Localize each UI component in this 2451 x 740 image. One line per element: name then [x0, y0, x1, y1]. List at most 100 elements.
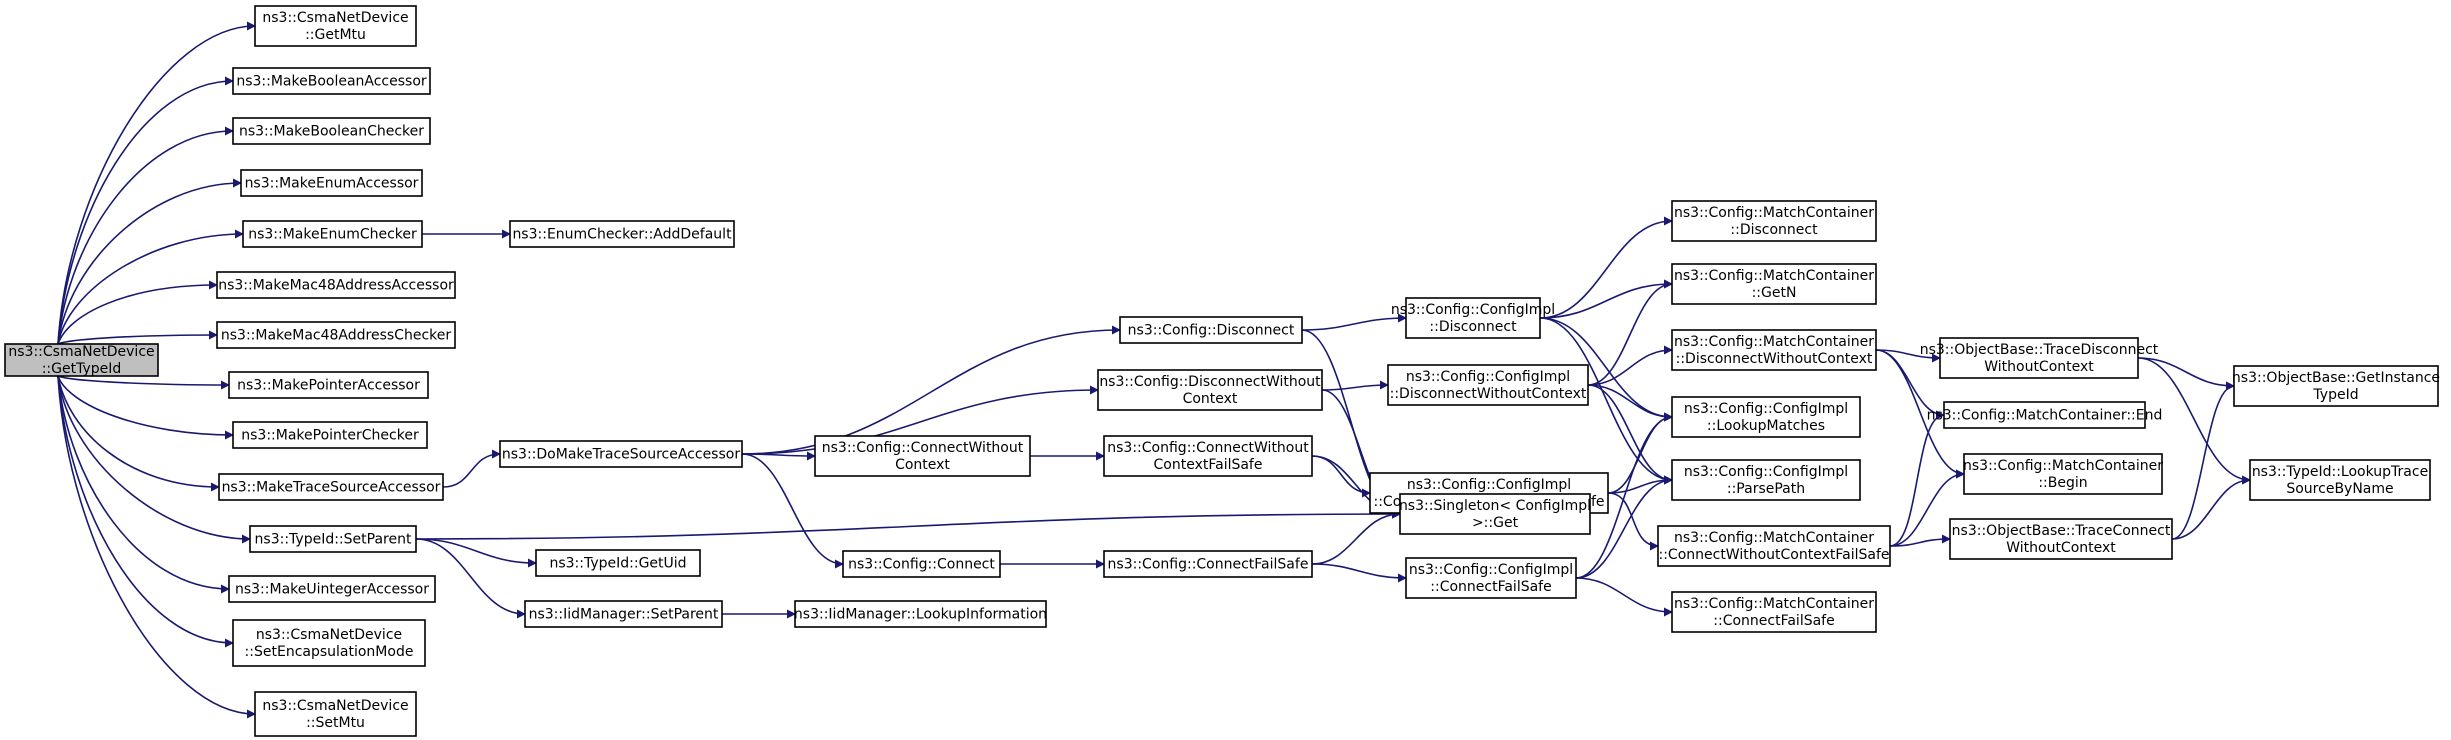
- edge-implDisconnectWo-to-mcDisconnectWo: [1587, 345, 1673, 386]
- node-label: ns3::IidManager::SetParent: [529, 606, 719, 622]
- edge-implDisconnectWo-to-mcGetN: [1587, 279, 1673, 386]
- edge-getTypeId-to-mkPtrAcc: [57, 375, 230, 390]
- node-iidLookup[interactable]: ns3::IidManager::LookupInformation: [794, 600, 1047, 628]
- node-mkPtrChk[interactable]: ns3::MakePointerChecker: [232, 421, 428, 449]
- node-label: ns3::ObjectBase::TraceDisconnect: [1920, 342, 2159, 358]
- node-cfgConnectWoFs[interactable]: ns3::Config::ConnectWithoutContextFailSa…: [1103, 435, 1313, 477]
- node-label: ns3::Config::ConfigImpl: [1391, 302, 1555, 318]
- edge-setParent-to-iidSetParent: [415, 538, 526, 619]
- edge-implDisconnect-to-mcGetN: [1539, 279, 1673, 319]
- node-implDisconnectWo[interactable]: ns3::Config::ConfigImpl::DisconnectWitho…: [1387, 364, 1589, 406]
- node-label: ::GetTypeId: [42, 361, 122, 377]
- edge-mcConnectWoFs-to-mcEnd: [1889, 410, 1945, 547]
- edge-cfgDisconnect-to-implDisconnect: [1301, 313, 1407, 331]
- node-getMtu[interactable]: ns3::CsmaNetDevice::GetMtu: [254, 5, 417, 47]
- node-mkMacChk[interactable]: ns3::MakeMac48AddressChecker: [216, 321, 456, 349]
- node-implLookup[interactable]: ns3::Config::ConfigImpl::LookupMatches: [1671, 396, 1861, 438]
- node-mkMacAcc[interactable]: ns3::MakeMac48AddressAccessor: [216, 271, 456, 299]
- node-setMtu[interactable]: ns3::CsmaNetDevice::SetMtu: [254, 691, 417, 737]
- node-label: ns3::Config::MatchContainer: [1674, 530, 1874, 546]
- node-getUid[interactable]: ns3::TypeId::GetUid: [535, 549, 701, 577]
- edge-setParent-to-singletonGet: [415, 509, 1401, 540]
- node-box: [254, 691, 417, 737]
- node-label: ns3::CsmaNetDevice: [256, 627, 402, 643]
- node-mkUintAcc[interactable]: ns3::MakeUintegerAccessor: [228, 575, 436, 603]
- edge-implConnectFs-to-implLookup: [1575, 412, 1673, 579]
- node-mkBoolChk[interactable]: ns3::MakeBooleanChecker: [232, 117, 431, 145]
- edge-getTypeId-to-mkEnumChk: [57, 229, 244, 345]
- node-getTypeId[interactable]: ns3::CsmaNetDevice::GetTypeId: [4, 343, 159, 377]
- edge-obTraceDisWo-to-tidLookupTrace: [2137, 357, 2251, 485]
- node-mcEnd[interactable]: ns3::Config::MatchContainer::End: [1927, 401, 2163, 429]
- node-label: ns3::MakeBooleanAccessor: [236, 73, 427, 89]
- node-mcDisconnect[interactable]: ns3::Config::MatchContainer::Disconnect: [1671, 200, 1877, 242]
- node-doMakeTrace[interactable]: ns3::DoMakeTraceSourceAccessor: [499, 440, 743, 468]
- node-mcConnectWoFs[interactable]: ns3::Config::MatchContainer::ConnectWith…: [1657, 525, 1891, 567]
- edge-getTypeId-to-mkEnumAcc: [57, 178, 242, 345]
- node-setParent[interactable]: ns3::TypeId::SetParent: [249, 525, 417, 553]
- node-cfgConnect[interactable]: ns3::Config::Connect: [842, 550, 1001, 578]
- node-box: [216, 271, 456, 299]
- edge-doMakeTrace-to-cfgDisconnect: [741, 325, 1121, 455]
- node-obTraceDisWo[interactable]: ns3::ObjectBase::TraceDisconnectWithoutC…: [1920, 337, 2159, 379]
- node-cfgConnectWo[interactable]: ns3::Config::ConnectWithoutContext: [814, 435, 1031, 477]
- node-box: [1103, 550, 1313, 578]
- node-label: ::DisconnectWithoutContext: [1390, 386, 1587, 402]
- node-label: Context: [1183, 391, 1238, 407]
- node-box: [1671, 200, 1877, 242]
- node-mkPtrAcc[interactable]: ns3::MakePointerAccessor: [228, 371, 429, 399]
- node-label: ns3::MakeTraceSourceAccessor: [222, 479, 441, 495]
- node-mcConnectFs[interactable]: ns3::Config::MatchContainer::ConnectFail…: [1671, 591, 1877, 633]
- node-cfgConnectFs[interactable]: ns3::Config::ConnectFailSafe: [1103, 550, 1313, 578]
- node-iidSetParent[interactable]: ns3::IidManager::SetParent: [524, 600, 723, 628]
- node-label: ::SetEncapsulationMode: [245, 644, 414, 660]
- node-box: [1097, 369, 1323, 411]
- node-enumAddDef[interactable]: ns3::EnumChecker::AddDefault: [509, 220, 735, 248]
- node-label: ns3::MakeUintegerAccessor: [235, 581, 429, 597]
- edge-getTypeId-to-mkMacAcc: [57, 280, 218, 345]
- edge-getTypeId-to-mkBoolChk: [57, 126, 234, 345]
- node-label: ContextFailSafe: [1154, 457, 1263, 473]
- node-label: ::GetMtu: [305, 27, 366, 43]
- node-implConnectFs[interactable]: ns3::Config::ConfigImpl::ConnectFailSafe: [1405, 557, 1577, 599]
- node-mcGetN[interactable]: ns3::Config::MatchContainer::GetN: [1671, 263, 1877, 305]
- node-mcDisconnectWo[interactable]: ns3::Config::MatchContainer::DisconnectW…: [1671, 329, 1877, 371]
- node-label: ::GetN: [1752, 285, 1797, 301]
- node-setEncap[interactable]: ns3::CsmaNetDevice::SetEncapsulationMode: [232, 619, 426, 667]
- edge-obTraceDisWo-to-obGetInstance: [2137, 357, 2235, 391]
- node-mkTraceAcc[interactable]: ns3::MakeTraceSourceAccessor: [218, 473, 444, 501]
- node-label: ns3::IidManager::LookupInformation: [794, 606, 1047, 622]
- node-label: ns3::Config::ConfigImpl: [1684, 401, 1848, 417]
- node-singletonGet[interactable]: ns3::Singleton< ConfigImpl >::Get: [1399, 493, 1591, 535]
- node-box: [242, 220, 423, 248]
- edges-layer: [57, 21, 2251, 719]
- node-label: ::ConnectFailSafe: [1430, 579, 1551, 595]
- node-obTraceConWo[interactable]: ns3::ObjectBase::TraceConnectWithoutCont…: [1949, 518, 2173, 560]
- node-mkBoolAcc[interactable]: ns3::MakeBooleanAccessor: [232, 67, 431, 95]
- node-label: ns3::Config::MatchContainer: [1674, 205, 1874, 221]
- node-box: [1103, 435, 1313, 477]
- edge-mkTraceAcc-to-doMakeTrace: [442, 449, 501, 488]
- node-box: [499, 440, 743, 468]
- edge-implConnectWoFs-to-mcConnectWoFs: [1607, 492, 1659, 551]
- edge-getTypeId-to-getMtu: [57, 21, 256, 345]
- node-box: [232, 67, 431, 95]
- node-mkEnumChk[interactable]: ns3::MakeEnumChecker: [242, 220, 423, 248]
- node-label: ns3::ObjectBase::TraceConnect: [1952, 523, 2171, 539]
- node-label: ::Begin: [2038, 475, 2087, 491]
- node-mkEnumAcc[interactable]: ns3::MakeEnumAccessor: [240, 169, 423, 197]
- node-cfgDisconnect[interactable]: ns3::Config::Disconnect: [1119, 316, 1303, 344]
- node-cfgDisconnectWo[interactable]: ns3::Config::DisconnectWithoutContext: [1097, 369, 1323, 411]
- node-label: ::ConnectWithoutContextFailSafe: [1658, 547, 1889, 563]
- node-implParse[interactable]: ns3::Config::ConfigImpl::ParsePath: [1671, 459, 1861, 501]
- node-mcBegin[interactable]: ns3::Config::MatchContainer::Begin: [1963, 453, 2163, 495]
- node-label: ns3::CsmaNetDevice: [262, 698, 408, 714]
- node-label: ns3::Config::MatchContainer: [1674, 334, 1874, 350]
- node-implDisconnect[interactable]: ns3::Config::ConfigImpl::Disconnect: [1391, 297, 1555, 339]
- node-label: ns3::TypeId::SetParent: [255, 531, 412, 547]
- node-box: [814, 435, 1031, 477]
- node-label: ns3::Config::DisconnectWithout: [1099, 374, 1321, 390]
